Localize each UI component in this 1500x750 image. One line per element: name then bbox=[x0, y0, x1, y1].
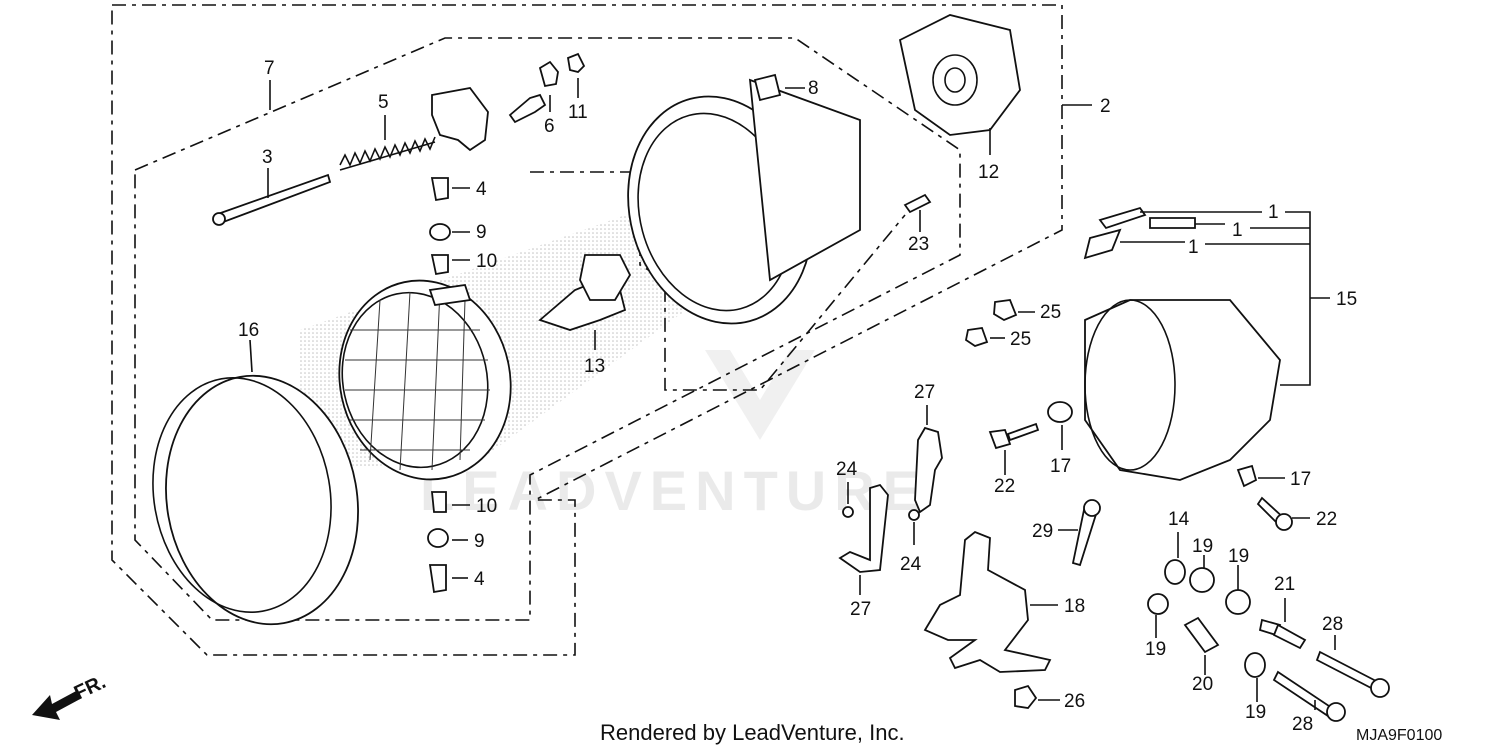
screw-24-right bbox=[908, 509, 920, 545]
screw-24-left bbox=[842, 482, 854, 518]
callout-19c: 19 bbox=[1145, 639, 1166, 660]
case-cover-12 bbox=[898, 14, 1021, 155]
nut-10-upper bbox=[430, 254, 470, 276]
callout-16: 16 bbox=[238, 320, 259, 341]
footer-credit: Rendered by LeadVenture, Inc. bbox=[600, 720, 905, 745]
callout-6: 6 bbox=[544, 116, 555, 137]
cap-11 bbox=[566, 52, 586, 98]
callout-19b: 19 bbox=[1228, 546, 1249, 567]
bolt-28-lower bbox=[1272, 670, 1346, 722]
callout-labels: 1 1 1 2 3 4 4 5 6 7 8 9 9 10 10 11 12 13… bbox=[238, 58, 1357, 735]
grommet-9-upper bbox=[429, 223, 470, 241]
spacer-17-left bbox=[1047, 401, 1073, 450]
wire-guide-27-upper bbox=[914, 405, 943, 514]
bracket-1-15 bbox=[1205, 211, 1330, 386]
assembly-outline-2 bbox=[111, 4, 1063, 656]
callout-1a: 1 bbox=[1268, 202, 1279, 223]
svg-text:LEADVENTURE: LEADVENTURE bbox=[420, 459, 928, 522]
bolt-28-upper bbox=[1315, 635, 1390, 698]
callout-14: 14 bbox=[1168, 509, 1190, 530]
bolt-22-right bbox=[1256, 496, 1310, 531]
spacer-17-right bbox=[1236, 464, 1285, 488]
callout-11: 11 bbox=[568, 102, 588, 123]
collar-19c bbox=[1147, 593, 1169, 638]
screw-6 bbox=[508, 93, 551, 124]
adjuster-bracket bbox=[431, 87, 489, 152]
nut-25a bbox=[993, 299, 1035, 322]
callout-24a: 24 bbox=[836, 459, 858, 480]
callout-19a: 19 bbox=[1192, 536, 1213, 557]
clip-nut bbox=[538, 60, 559, 88]
headlight-case-ring bbox=[627, 73, 861, 325]
callout-23: 23 bbox=[908, 234, 929, 255]
screw-23 bbox=[903, 193, 932, 232]
callout-25a: 25 bbox=[1040, 302, 1061, 323]
callout-7: 7 bbox=[264, 58, 275, 79]
grommet-14 bbox=[1164, 532, 1186, 585]
callout-13: 13 bbox=[584, 356, 605, 377]
collar-19a bbox=[1189, 555, 1215, 593]
callout-26: 26 bbox=[1064, 691, 1085, 712]
callout-8: 8 bbox=[808, 78, 819, 99]
collar-19b bbox=[1225, 565, 1251, 615]
callout-4a: 4 bbox=[476, 179, 487, 200]
headlight-housing-15 bbox=[1084, 299, 1281, 481]
spring-5 bbox=[339, 115, 436, 171]
callout-3: 3 bbox=[262, 147, 273, 168]
watermark: LEADVENTURE bbox=[420, 350, 928, 522]
callout-27b: 27 bbox=[850, 599, 871, 620]
nut-10-lower bbox=[431, 491, 470, 513]
screw-4-lower bbox=[428, 564, 468, 594]
callout-10b: 10 bbox=[476, 496, 497, 517]
callout-25b: 25 bbox=[1010, 329, 1031, 350]
callout-9a: 9 bbox=[476, 222, 487, 243]
diagram-code: MJA9F0100 bbox=[1356, 727, 1442, 744]
callout-17b: 17 bbox=[1290, 469, 1311, 490]
callout-29: 29 bbox=[1032, 521, 1053, 542]
screw-3 bbox=[212, 168, 332, 226]
callout-22a: 22 bbox=[994, 476, 1015, 497]
callout-21: 21 bbox=[1274, 574, 1295, 595]
callout-22b: 22 bbox=[1316, 509, 1337, 530]
collar-20 bbox=[1183, 616, 1220, 675]
headlight-unit bbox=[338, 279, 512, 481]
grommet-9-lower bbox=[427, 528, 468, 548]
callout-9b: 9 bbox=[474, 531, 485, 552]
callout-12: 12 bbox=[978, 162, 999, 183]
callout-20: 20 bbox=[1192, 674, 1213, 695]
front-direction-indicator: FR. bbox=[32, 671, 109, 720]
callout-1b: 1 bbox=[1232, 220, 1243, 241]
callout-18: 18 bbox=[1064, 596, 1085, 617]
collar-19d bbox=[1244, 652, 1266, 702]
callout-5: 5 bbox=[378, 92, 389, 113]
bolt-22-left bbox=[988, 422, 1040, 475]
callout-17a: 17 bbox=[1050, 456, 1071, 477]
headlight-rim bbox=[152, 339, 359, 626]
callout-15: 15 bbox=[1336, 289, 1357, 310]
callout-10a: 10 bbox=[476, 251, 497, 272]
screw-4-upper bbox=[430, 177, 470, 202]
emblems-1 bbox=[1083, 206, 1262, 260]
bulb-13 bbox=[538, 254, 632, 350]
callout-1c: 1 bbox=[1188, 237, 1199, 258]
nut-25b bbox=[964, 327, 1005, 347]
callout-19d: 19 bbox=[1245, 702, 1266, 723]
callout-28a: 28 bbox=[1322, 614, 1343, 635]
headlight-bracket-18 bbox=[923, 530, 1058, 673]
bolt-21 bbox=[1258, 598, 1307, 650]
callout-28b: 28 bbox=[1292, 714, 1313, 735]
nut-26 bbox=[1014, 684, 1060, 709]
callout-2: 2 bbox=[1100, 96, 1111, 117]
bolt-29 bbox=[1058, 499, 1101, 567]
wire-guide-27-lower bbox=[838, 483, 889, 595]
callout-27a: 27 bbox=[914, 382, 935, 403]
callout-24b: 24 bbox=[900, 554, 922, 575]
assembly-outline-7 bbox=[134, 37, 961, 621]
callout-4b: 4 bbox=[474, 569, 485, 590]
